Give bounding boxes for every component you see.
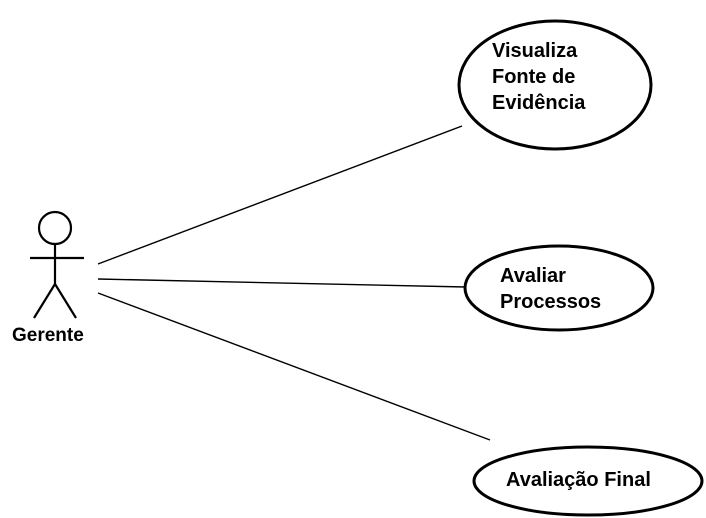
association-visualiza	[97, 125, 463, 265]
actor-name: Gerente	[12, 325, 84, 346]
use-case-avaliar-processos-line-2: Processos	[500, 291, 602, 313]
use-case-avaliacao-final-ellipse	[472, 445, 704, 517]
use-case-avaliacao-final-line-1: Avaliação Final	[506, 469, 651, 491]
use-case-avaliacao-final-label: Avaliação Final	[506, 467, 651, 493]
association-avaliar-processos	[97, 278, 467, 288]
actor-right-leg	[54, 283, 77, 319]
use-case-avaliar-processos-label: Avaliar Processos	[500, 263, 601, 315]
actor-head	[37, 210, 73, 246]
use-case-avaliar-processos-line-1: Avaliar	[500, 265, 566, 287]
association-avaliacao-final	[97, 292, 491, 441]
use-case-visualiza-label: Visualiza Fonte de Evidência	[492, 38, 585, 116]
use-case-visualiza-ellipse	[457, 19, 653, 151]
use-case-visualiza-line-3: Evidência	[492, 92, 586, 114]
actor-gerente-figure	[30, 210, 84, 319]
use-case-avaliar-processos-ellipse	[463, 244, 655, 332]
use-case-visualiza-line-1: Visualiza	[492, 40, 578, 62]
use-case-visualiza-line-2: Fonte de	[492, 66, 576, 88]
actor-left-leg	[33, 283, 56, 319]
